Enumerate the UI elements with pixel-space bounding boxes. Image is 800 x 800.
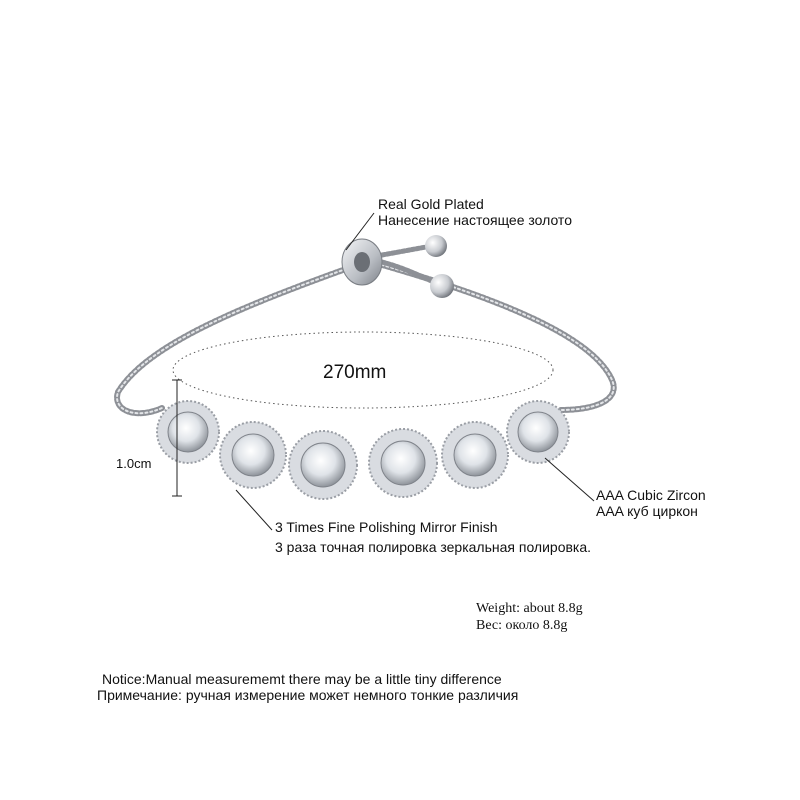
halo-stone <box>156 400 220 464</box>
end-ball-lower <box>430 274 454 298</box>
polish-leader-line <box>235 489 273 531</box>
halo-stone <box>441 421 509 489</box>
polish-label: 3 Times Fine Polishing Mirror Finish <box>275 519 498 535</box>
halo-stone <box>288 430 358 500</box>
slider-bead <box>341 238 383 286</box>
weight-label: Weight: about 8.8g <box>476 601 583 616</box>
zircon-leader-line <box>544 457 595 502</box>
halo-stone <box>368 428 438 498</box>
notice-text-ru: Примечание: ручная измерение может немно… <box>97 687 519 703</box>
height-dimension <box>172 379 182 497</box>
length-label: 270mm <box>323 362 387 383</box>
polish-label-ru: 3 раза точная полировка зеркальная полир… <box>275 539 592 555</box>
length-ellipse <box>172 331 554 409</box>
halo-stone <box>219 421 287 489</box>
weight-label-ru: Вес: около 8.8g <box>476 618 568 633</box>
zircon-label-ru: AAA куб циркон <box>596 503 698 519</box>
zircon-label: AAA Cubic Zircon <box>596 487 706 503</box>
gold-plated-label-ru: Нанесение настоящее золото <box>378 212 572 228</box>
notice-text: Notice:Manual measurememt there may be a… <box>102 671 502 687</box>
halo-stone <box>506 400 570 464</box>
halo-stones <box>156 400 570 500</box>
height-label: 1.0cm <box>116 456 152 471</box>
gold-plated-label: Real Gold Plated <box>378 196 484 212</box>
end-ball-upper <box>425 235 447 257</box>
gold-leader-line <box>345 212 375 251</box>
